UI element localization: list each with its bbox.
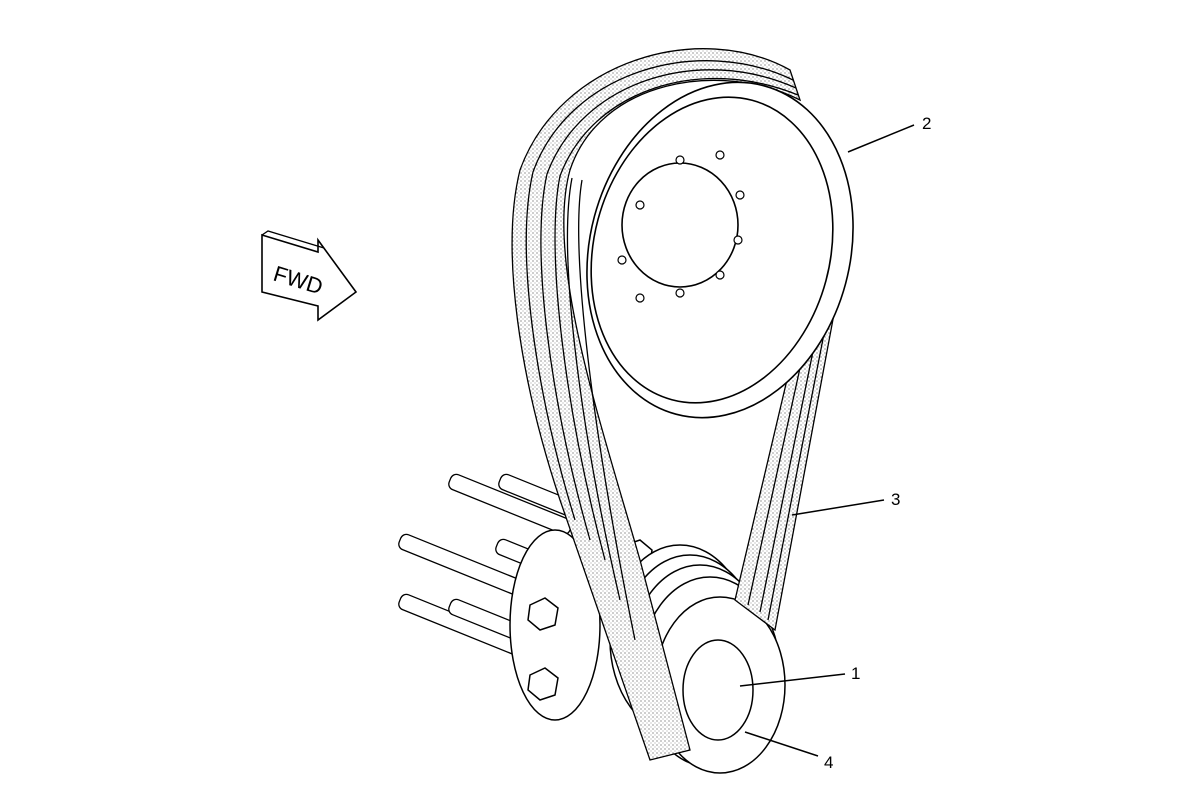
callout-3: 3 [791,490,900,516]
forward-direction-arrow: FWD [261,230,358,322]
callout-4: 4 [744,731,833,772]
driven-pulley [586,81,854,419]
callout-label-2: 2 [922,114,931,133]
callout-label-1: 1 [851,664,860,683]
callout-label-3: 3 [891,490,900,509]
callout-label-4: 4 [824,753,833,772]
callout-1: 1 [739,664,860,687]
callout-2: 2 [847,114,931,153]
bolt-holes [617,150,745,303]
